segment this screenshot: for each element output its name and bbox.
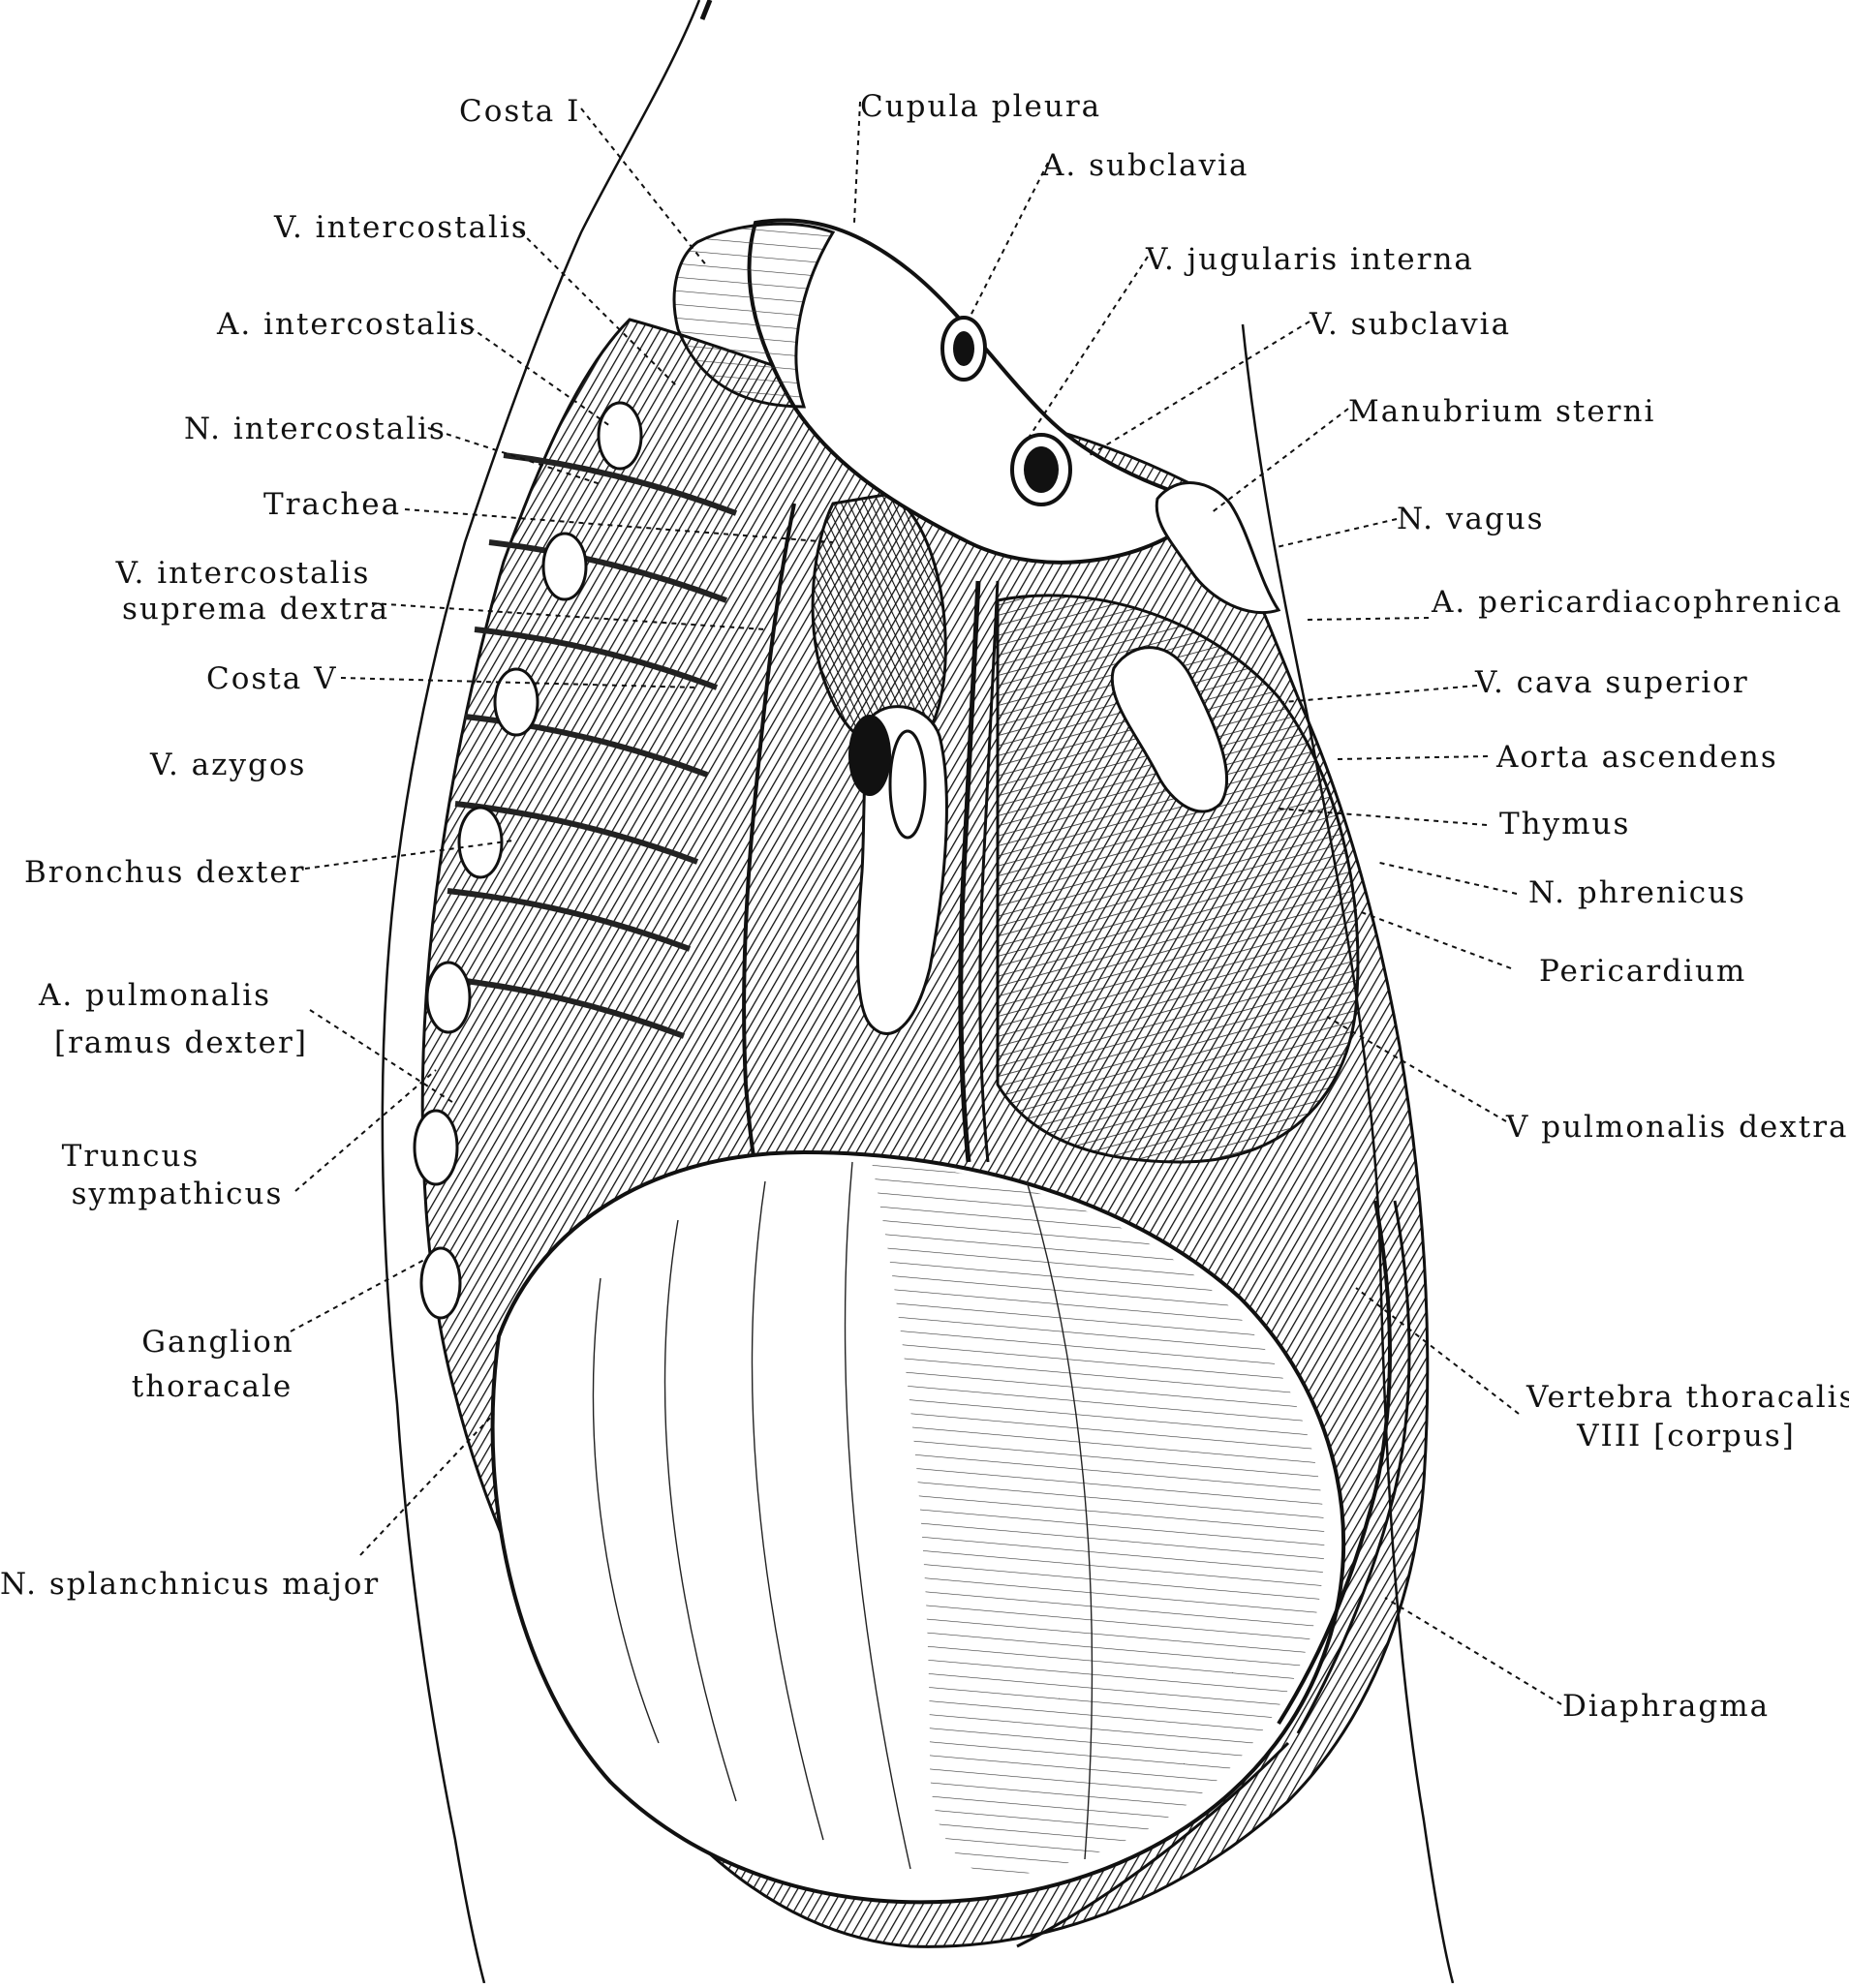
label-v-intercostalis-suprema-1: V. intercostalis	[115, 556, 371, 591]
label-n-intercostalis: N. intercostalis	[184, 412, 447, 446]
label-truncus-sympathicus-1: Truncus	[61, 1139, 200, 1174]
label-thymus: Thymus	[1499, 807, 1631, 841]
vertebral-column	[958, 580, 981, 1163]
costal-arch-bottom	[1016, 1741, 1290, 1948]
label-diaphragma: Diaphragma	[1562, 1689, 1771, 1724]
label-cupula-pleura: Cupula pleura	[860, 89, 1102, 124]
aortic-section-2	[888, 729, 927, 840]
label-ganglion-thoracale-2: thoracale	[131, 1369, 293, 1404]
costal-arch-right	[1277, 1200, 1392, 1726]
label-a-pulmonalis-2: [ramus dexter]	[54, 1025, 308, 1060]
diaphragm-striations	[592, 1161, 1094, 1870]
aortic-section-1	[848, 715, 891, 796]
label-trachea: Trachea	[263, 487, 402, 522]
label-bronchus-dexter: Bronchus dexter	[24, 855, 306, 890]
label-n-vagus: N. vagus	[1397, 502, 1545, 536]
label-a-pulmonalis-1: A. pulmonalis	[38, 978, 272, 1013]
label-a-pericardiacophrenica: A. pericardiacophrenica	[1432, 585, 1843, 620]
label-vertebra-thoracalis-1: Vertebra thoracalis	[1526, 1380, 1849, 1415]
pericardium-shape	[996, 594, 1360, 1164]
label-v-jugularis-interna: V. jugularis interna	[1146, 242, 1474, 277]
label-v-cava-superior: V. cava superior	[1475, 665, 1749, 700]
label-n-phrenicus: N. phrenicus	[1528, 875, 1746, 910]
leader-lines	[290, 101, 1562, 1705]
needle-tip	[699, 0, 713, 20]
label-truncus-sympathicus-2: sympathicus	[71, 1177, 284, 1211]
costa-i-shape	[672, 222, 836, 409]
label-n-splanchnicus-major: N. splanchnicus major	[0, 1567, 381, 1602]
label-v-intercostalis: V. intercostalis	[274, 210, 529, 245]
label-a-intercostalis: A. intercostalis	[217, 307, 478, 342]
label-aorta-ascendens: Aorta ascendens	[1496, 740, 1778, 775]
label-costa-i: Costa I	[459, 94, 581, 129]
vena-cava-superior	[1110, 646, 1229, 813]
rib-cross-sections	[413, 401, 643, 1320]
label-manubrium-sterni: Manubrium sterni	[1348, 394, 1656, 429]
sympathetic-trunk	[742, 503, 796, 1202]
body-outline-left	[381, 0, 701, 1984]
label-costa-v: Costa V	[206, 661, 338, 696]
label-pericardium: Pericardium	[1539, 954, 1747, 989]
label-vertebra-thoracalis-2: VIII [corpus]	[1577, 1419, 1796, 1453]
label-v-pulmonalis-dextra: V pulmonalis dextra	[1506, 1110, 1849, 1145]
label-a-subclavia: A. subclavia	[1042, 148, 1249, 183]
label-v-subclavia: V. subclavia	[1310, 307, 1512, 342]
manubrium-shape	[1155, 481, 1281, 615]
diaphragm-shading	[872, 1162, 1325, 1879]
label-v-intercostalis-suprema-2: suprema dextra	[122, 592, 390, 627]
label-v-azygos: V. azygos	[150, 748, 307, 782]
label-ganglion-thoracale-1: Ganglion	[141, 1325, 294, 1360]
